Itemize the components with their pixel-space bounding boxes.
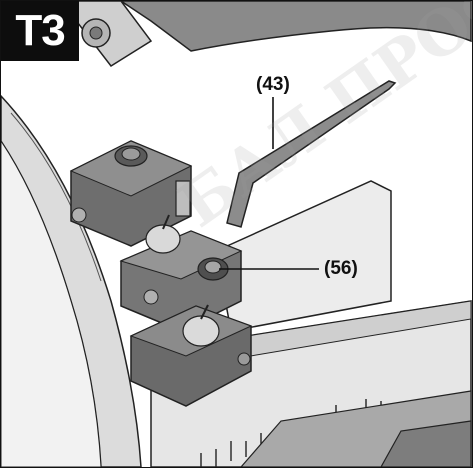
callout-hex-key: (43) <box>256 74 290 95</box>
step-label-badge: T3 <box>1 1 79 61</box>
top-guard-shape <box>119 1 472 52</box>
callout-clamping-screw: (56) <box>324 258 358 279</box>
hex-key-shape <box>226 80 397 228</box>
